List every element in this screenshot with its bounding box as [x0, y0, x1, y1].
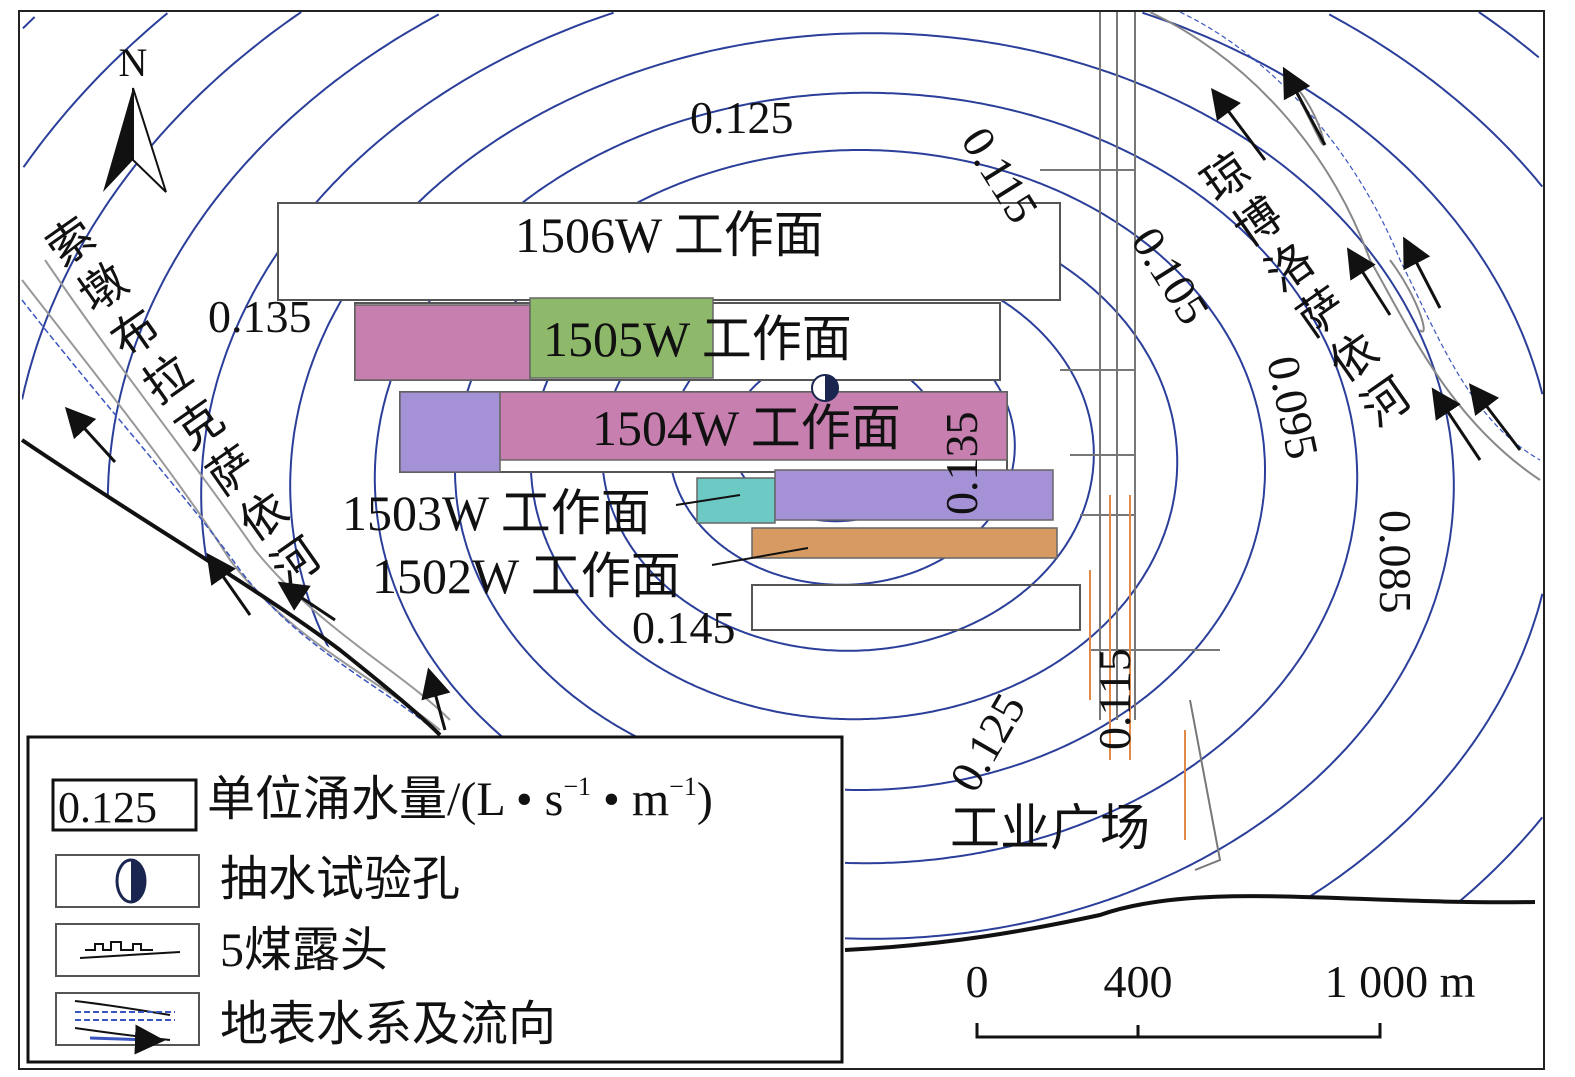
legend-item-pumping-hole: 抽水试验孔 — [220, 853, 460, 906]
workface-label-1504w: 1504W 工作面 — [592, 400, 901, 456]
industrial-site-label: 工业广场 — [950, 800, 1150, 856]
legend-item-coal-outcrop: 5煤露头 — [220, 924, 388, 977]
roadways — [1040, 12, 1222, 871]
workface-label-1505w: 1505W 工作面 — [543, 311, 852, 367]
contour-line — [373, 91, 1359, 865]
contour-line — [289, 32, 1455, 940]
leader-lines — [675, 494, 809, 566]
surface-water-legend-icon — [74, 1000, 175, 1055]
coal-outcrop-line — [844, 894, 1536, 952]
workface-label-1502w: 1502W 工作面 — [372, 548, 681, 604]
pumping-test-hole-icon — [811, 374, 839, 402]
north-label: N — [119, 40, 148, 85]
coal-outcrop-legend-icon — [79, 941, 181, 959]
scale-tick-label: 0 — [966, 956, 989, 1007]
workface-label-1503w: 1503W 工作面 — [342, 485, 651, 541]
contour-label: 0.085 — [1370, 510, 1421, 614]
orange-facilities — [1089, 495, 1186, 840]
legend-item-surface-water: 地表水系及流向 — [220, 998, 556, 1051]
pumping-test-hole-legend-icon — [115, 858, 147, 904]
flow-arrows — [64, 66, 1522, 731]
contour-label: 0.115 — [1089, 648, 1140, 750]
contour-label: 0.125 — [690, 92, 794, 143]
north-arrow-icon: N — [103, 40, 167, 193]
workface-1502w — [751, 527, 1081, 631]
legend-contour-swatch — [51, 778, 198, 832]
legend-sample-value: 0.125 — [58, 783, 157, 832]
legend-item-unit-yield: 单位涌水量/(L • s−1 • m−1) — [207, 772, 713, 826]
contour-label: 0.135 — [936, 412, 987, 516]
workface-1503w — [696, 469, 1054, 524]
contour-label: 0.145 — [632, 602, 736, 653]
workface-1506w — [277, 202, 1061, 301]
workface-1505w — [354, 297, 1001, 381]
scale-tick-label: 400 — [1104, 956, 1173, 1007]
scale-tick-label: 1 000 m — [1325, 956, 1476, 1007]
workface-1504w — [399, 391, 1008, 473]
contour-line — [22, 16, 66, 950]
workface-label-1506w: 1506W 工作面 — [515, 207, 824, 263]
scale-bar: 0 400 1 000 m — [966, 956, 1476, 1039]
legend: 0.125 单位涌水量/(L • s−1 • m−1) 抽水试验孔 5煤露头 地… — [26, 735, 844, 1064]
contour-label: 0.135 — [208, 291, 312, 342]
